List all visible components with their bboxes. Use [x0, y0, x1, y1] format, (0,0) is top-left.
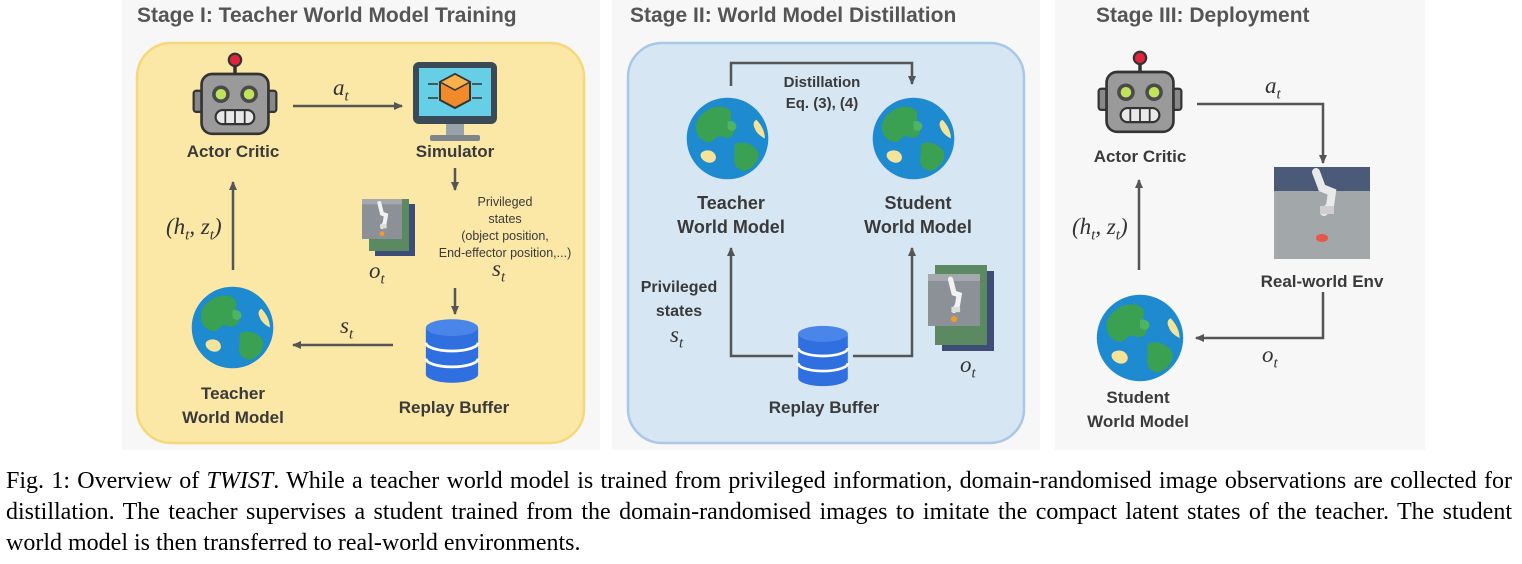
s1-replay-buffer-label: Replay Buffer — [398, 398, 510, 417]
s1-latent-symbol: (ht, zt) — [166, 214, 222, 244]
s2-state-symbol: st — [670, 322, 684, 352]
s2-privileged-states-label: Privileged states — [640, 279, 718, 320]
s1-observation-symbol: ot — [369, 258, 385, 288]
s1-simulator-label: Simulator — [415, 142, 495, 161]
s1-state-symbol-replay: st — [340, 313, 354, 343]
caption-prefix: Fig. 1: Overview of — [6, 468, 207, 494]
s3-observation-symbol: ot — [1262, 342, 1278, 372]
camera-frames-icon — [362, 199, 415, 256]
s1-action-symbol: at — [333, 75, 349, 105]
camera-frames-icon — [928, 265, 994, 351]
database-icon — [424, 318, 480, 384]
caption-title: TWIST — [206, 468, 274, 494]
s2-observation-symbol: ot — [960, 352, 976, 382]
s2-replay-buffer-label: Replay Buffer — [768, 398, 880, 417]
arrow-distillation — [729, 61, 916, 86]
database-icon — [796, 325, 850, 387]
arrow-action-s3 — [1197, 102, 1327, 164]
arrow-replay-to-student-s2 — [853, 247, 916, 358]
stage-1-title: Stage I: Teacher World Model Training — [137, 4, 517, 27]
arrow-env-to-student — [1195, 292, 1325, 342]
s3-real-world-env-label: Real-world Env — [1260, 272, 1384, 291]
s3-latent-symbol: (ht, zt) — [1072, 214, 1128, 244]
figure-caption: Fig. 1: Overview of TWIST. While a teach… — [6, 466, 1512, 559]
simulator-monitor-icon — [413, 62, 497, 141]
s1-privileged-note: Privileged states (object position, End-… — [438, 195, 572, 260]
globe-icon — [1096, 294, 1184, 382]
s3-actor-critic-label: Actor Critic — [1093, 147, 1187, 166]
stage-2-title: Stage II: World Model Distillation — [630, 4, 957, 27]
s3-action-symbol: at — [1265, 73, 1281, 103]
globe-icon — [191, 286, 274, 369]
s1-teacher-world-model-label: Teacher World Model — [182, 384, 284, 427]
stage-3-title: Stage III: Deployment — [1096, 4, 1310, 27]
s1-actor-critic-label: Actor Critic — [186, 142, 280, 161]
real-world-photo-icon — [1274, 167, 1370, 259]
arrow-replay-to-teacher-s2 — [727, 247, 793, 358]
s3-student-world-model-label: Student World Model — [1087, 388, 1189, 431]
s2-student-world-model-label: Student World Model — [864, 193, 972, 237]
twist-overview-diagram — [135, 41, 1370, 445]
globe-icon — [872, 97, 955, 180]
globe-icon — [686, 97, 769, 180]
s1-state-symbol-sim: st — [492, 256, 506, 286]
s2-distillation-label: Distillation Eq. (3), (4) — [783, 74, 861, 112]
s2-teacher-world-model-label: Teacher World Model — [677, 193, 785, 237]
caption-text: . While a teacher world model is trained… — [6, 468, 1512, 556]
